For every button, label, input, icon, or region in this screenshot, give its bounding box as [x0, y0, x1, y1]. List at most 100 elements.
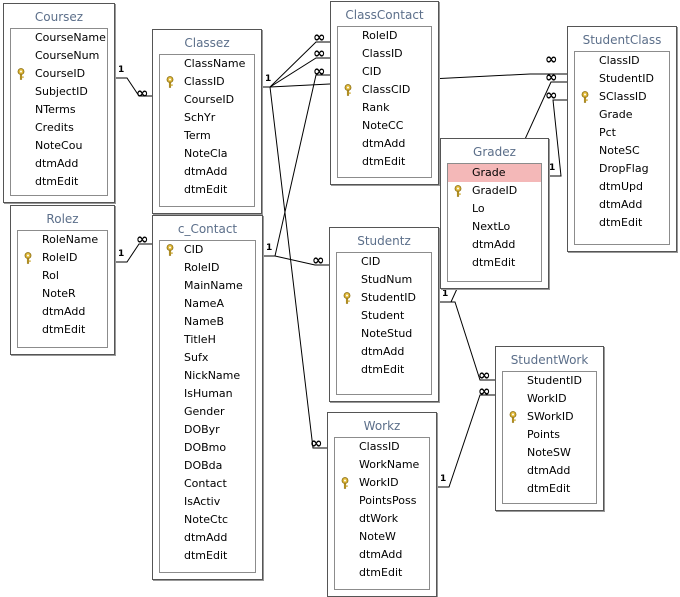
- field-row[interactable]: StudentID: [503, 372, 596, 390]
- field-name: CourseName: [35, 31, 106, 44]
- field-row[interactable]: DOByr: [160, 421, 255, 439]
- field-row[interactable]: CID: [160, 241, 255, 259]
- field-row[interactable]: NoteCtc: [160, 511, 255, 529]
- field-row[interactable]: dtmUpd: [575, 178, 669, 196]
- field-row[interactable]: Sufx: [160, 349, 255, 367]
- field-row[interactable]: MainName: [160, 277, 255, 295]
- field-row[interactable]: NameB: [160, 313, 255, 331]
- field-row[interactable]: dtmEdit: [338, 153, 431, 171]
- field-row[interactable]: CourseNum: [11, 47, 107, 65]
- field-row[interactable]: dtmAdd: [335, 546, 429, 564]
- field-row[interactable]: DropFlag: [575, 160, 669, 178]
- field-row[interactable]: dtWork: [335, 510, 429, 528]
- field-row[interactable]: CourseName: [11, 29, 107, 47]
- field-row[interactable]: RoleID: [338, 27, 431, 45]
- field-row[interactable]: IsActiv: [160, 493, 255, 511]
- field-row[interactable]: Term: [160, 127, 254, 145]
- field-row[interactable]: Grade: [575, 106, 669, 124]
- field-row[interactable]: StudentID: [575, 70, 669, 88]
- field-name: StudentID: [361, 291, 417, 304]
- field-row[interactable]: CourseID: [160, 91, 254, 109]
- field-row[interactable]: ClassName: [160, 55, 254, 73]
- field-row[interactable]: dtmEdit: [18, 321, 107, 339]
- field-row[interactable]: RoleID: [160, 259, 255, 277]
- field-row[interactable]: NameA: [160, 295, 255, 313]
- field-row[interactable]: Student: [337, 307, 431, 325]
- field-row[interactable]: dtmAdd: [337, 343, 431, 361]
- field-row[interactable]: DOBda: [160, 457, 255, 475]
- field-row[interactable]: Grade: [448, 164, 541, 182]
- field-row[interactable]: SWorkID: [503, 408, 596, 426]
- field-row[interactable]: dtmEdit: [160, 181, 254, 199]
- field-row[interactable]: ClassCID: [338, 81, 431, 99]
- field-row[interactable]: dtmEdit: [337, 361, 431, 379]
- field-row[interactable]: DOBmo: [160, 439, 255, 457]
- field-row[interactable]: CID: [337, 253, 431, 271]
- field-row[interactable]: dtmAdd: [448, 236, 541, 254]
- field-row[interactable]: dtmEdit: [448, 254, 541, 272]
- field-row[interactable]: SchYr: [160, 109, 254, 127]
- field-row[interactable]: dtmEdit: [11, 173, 107, 191]
- field-row[interactable]: WorkID: [503, 390, 596, 408]
- field-row[interactable]: IsHuman: [160, 385, 255, 403]
- field-row[interactable]: WorkName: [335, 456, 429, 474]
- field-row[interactable]: CourseID: [11, 65, 107, 83]
- field-row[interactable]: StudentID: [337, 289, 431, 307]
- field-row[interactable]: dtmAdd: [160, 529, 255, 547]
- field-row[interactable]: Pct: [575, 124, 669, 142]
- field-row[interactable]: Rol: [18, 267, 107, 285]
- field-row[interactable]: Credits: [11, 119, 107, 137]
- field-row[interactable]: NoteStud: [337, 325, 431, 343]
- field-row[interactable]: dtmEdit: [503, 480, 596, 498]
- field-row[interactable]: ClassID: [335, 438, 429, 456]
- field-row[interactable]: TitleH: [160, 331, 255, 349]
- field-row[interactable]: ClassID: [575, 52, 669, 70]
- field-row[interactable]: dtmAdd: [160, 163, 254, 181]
- field-row[interactable]: NoteR: [18, 285, 107, 303]
- field-row[interactable]: Points: [503, 426, 596, 444]
- field-row[interactable]: RoleName: [18, 231, 107, 249]
- field-row[interactable]: NickName: [160, 367, 255, 385]
- field-row[interactable]: NoteSW: [503, 444, 596, 462]
- field-row[interactable]: dtmAdd: [11, 155, 107, 173]
- field-row[interactable]: dtmEdit: [160, 547, 255, 565]
- field-row[interactable]: NTerms: [11, 101, 107, 119]
- field-row[interactable]: GradeID: [448, 182, 541, 200]
- field-row[interactable]: SubjectID: [11, 83, 107, 101]
- field-row[interactable]: CID: [338, 63, 431, 81]
- field-row[interactable]: PointsPoss: [335, 492, 429, 510]
- field-row[interactable]: Contact: [160, 475, 255, 493]
- field-row[interactable]: Gender: [160, 403, 255, 421]
- field-row[interactable]: RoleID: [18, 249, 107, 267]
- field-row[interactable]: ClassID: [338, 45, 431, 63]
- field-row[interactable]: dtmEdit: [575, 214, 669, 232]
- field-row[interactable]: NoteCla: [160, 145, 254, 163]
- field-row[interactable]: dtmAdd: [18, 303, 107, 321]
- field-row[interactable]: NoteW: [335, 528, 429, 546]
- field-row[interactable]: dtmAdd: [503, 462, 596, 480]
- field-row[interactable]: ClassID: [160, 73, 254, 91]
- field-row[interactable]: dtmAdd: [575, 196, 669, 214]
- field-row[interactable]: dtmAdd: [338, 135, 431, 153]
- field-row[interactable]: dtmEdit: [335, 564, 429, 582]
- field-row[interactable]: NoteCC: [338, 117, 431, 135]
- field-row[interactable]: Lo: [448, 200, 541, 218]
- field-row[interactable]: SClassID: [575, 88, 669, 106]
- field-row[interactable]: Rank: [338, 99, 431, 117]
- field-row[interactable]: WorkID: [335, 474, 429, 492]
- field-row[interactable]: NextLo: [448, 218, 541, 236]
- field-row[interactable]: NoteCou: [11, 137, 107, 155]
- field-row[interactable]: StudNum: [337, 271, 431, 289]
- field-row[interactable]: NoteSC: [575, 142, 669, 160]
